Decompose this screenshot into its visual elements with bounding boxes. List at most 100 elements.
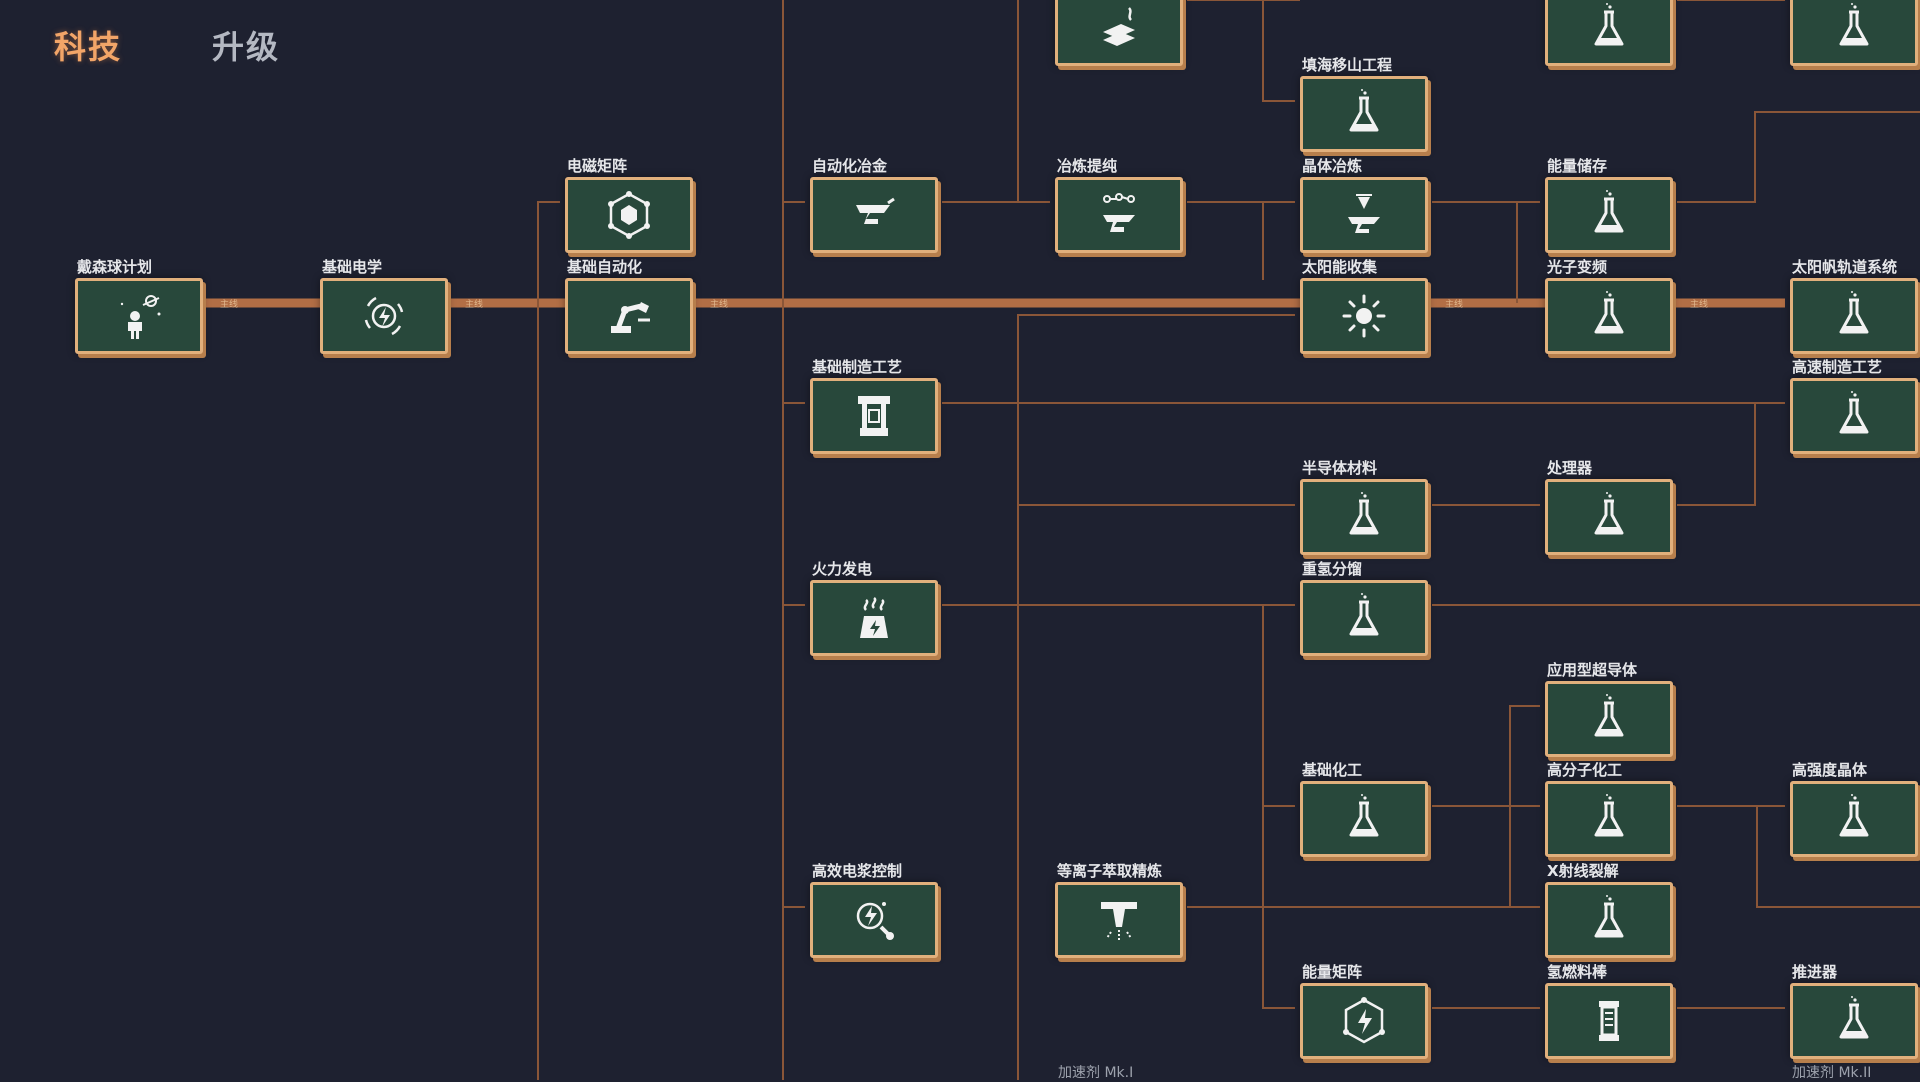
robot-arm-icon [611, 302, 650, 333]
tech-node-box[interactable] [1300, 781, 1428, 857]
tech-link [1262, 605, 1295, 1009]
main-line-tag: 主线 [465, 298, 483, 310]
tech-node-label: 太阳帆轨道系统 [1792, 258, 1898, 276]
tech-node-box[interactable] [1300, 983, 1428, 1059]
tech-node-energy-storage[interactable]: 能量储存 [1545, 157, 1673, 253]
flask-icon [1839, 794, 1869, 837]
tech-node-box[interactable] [565, 278, 693, 354]
tech-node-crystal-smelt[interactable]: 晶体冶炼 [1300, 157, 1428, 253]
tech-node-basic-chem[interactable]: 基础化工 [1300, 761, 1428, 857]
tech-node-box[interactable] [320, 278, 448, 354]
tech-link [1017, 314, 1295, 1080]
tech-node-plasma-control[interactable]: 高效电浆控制 [810, 862, 938, 958]
tech-node-label: 基础电学 [322, 258, 383, 276]
tech-node-box[interactable] [1790, 0, 1918, 66]
tab-tech[interactable]: 科技 [54, 28, 123, 66]
tech-node-thruster[interactable]: 推进器 [1790, 963, 1918, 1059]
tech-node-box[interactable] [1055, 882, 1183, 958]
tech-node-box[interactable] [1300, 177, 1428, 253]
tech-node-label: 晶体冶炼 [1302, 157, 1363, 175]
tech-node-box[interactable] [1055, 177, 1183, 253]
tech-node-top-c[interactable] [1790, 0, 1918, 66]
tech-node-label: 半导体材料 [1302, 459, 1378, 477]
tech-node-dyson[interactable]: 戴森球计划 [75, 258, 203, 354]
tech-node-top-b[interactable] [1545, 0, 1673, 66]
tech-node-label: 高效电浆控制 [812, 862, 903, 880]
electric-icon [364, 296, 404, 336]
tech-node-box[interactable] [1545, 882, 1673, 958]
tech-node-basic-auto[interactable]: 基础自动化 [565, 258, 693, 354]
tech-node-basic-mfg[interactable]: 基础制造工艺 [810, 358, 938, 454]
tech-node-xray[interactable]: X射线裂解 [1545, 862, 1673, 958]
tech-node-label: 高分子化工 [1547, 761, 1623, 779]
anvil-icon [856, 197, 895, 224]
tech-node-box[interactable] [1790, 278, 1918, 354]
tech-node-label: 能量储存 [1547, 157, 1608, 175]
tech-node-label: 处理器 [1547, 459, 1593, 477]
tech-node-energy-matrix[interactable]: 能量矩阵 [1300, 963, 1428, 1059]
tech-node-box[interactable] [1300, 479, 1428, 555]
tech-node-semiconductor[interactable]: 半导体材料 [1300, 459, 1428, 555]
tech-node-box[interactable] [1790, 378, 1918, 454]
tech-node-box[interactable] [1545, 278, 1673, 354]
tech-node-solar-sail[interactable]: 太阳帆轨道系统 [1790, 258, 1918, 354]
flask-icon [1594, 694, 1624, 737]
tech-node-box[interactable] [810, 378, 938, 454]
tech-node-box[interactable] [1300, 278, 1428, 354]
fuel-rod-icon [1599, 1001, 1619, 1041]
energy-matrix-icon [1343, 997, 1385, 1044]
main-line-tag: 主线 [1445, 298, 1463, 310]
tech-node-thermal[interactable]: 火力发电 [810, 560, 938, 656]
tech-node-box[interactable] [1300, 76, 1428, 152]
tech-link [537, 201, 560, 1080]
tech-node-basic-elec[interactable]: 基础电学 [320, 258, 448, 354]
tech-node-processor[interactable]: 处理器 [1545, 459, 1673, 555]
tech-node-h-fuel[interactable]: 氢燃料棒 [1545, 963, 1673, 1059]
tech-node-terraform[interactable]: 填海移山工程 [1300, 56, 1428, 152]
tech-node-heavy-h[interactable]: 重氢分馏 [1300, 560, 1428, 656]
tech-node-box[interactable] [1545, 781, 1673, 857]
tech-node-box[interactable] [1545, 0, 1673, 66]
tech-node-box[interactable] [810, 177, 938, 253]
assembler-icon [858, 396, 890, 436]
accelerant-mk1-label: 加速剂 Mk.I [1058, 1065, 1134, 1081]
tech-node-box[interactable] [1545, 479, 1673, 555]
tech-node-box[interactable] [810, 580, 938, 656]
tech-node-hs-mfg[interactable]: 高速制造工艺 [1790, 358, 1918, 454]
tech-node-label: 基础化工 [1302, 761, 1363, 779]
tech-node-box[interactable] [565, 177, 693, 253]
tech-node-box[interactable] [75, 278, 203, 354]
tech-node-box[interactable] [1545, 681, 1673, 757]
tech-node-plasma-refine[interactable]: 等离子萃取精炼 [1055, 862, 1183, 958]
tech-node-box[interactable] [1300, 580, 1428, 656]
tech-node-label: 火力发电 [812, 560, 873, 578]
tech-node-top-a[interactable] [1055, 0, 1183, 66]
tech-node-box[interactable] [1790, 983, 1918, 1059]
tech-node-hs-crystal[interactable]: 高强度晶体 [1790, 761, 1918, 857]
sun-icon [1342, 294, 1386, 338]
tech-node-box[interactable] [1790, 781, 1918, 857]
tech-node-superconductor[interactable]: 应用型超导体 [1545, 661, 1673, 757]
flask-icon [1594, 3, 1624, 46]
tech-node-box[interactable] [1055, 0, 1183, 66]
main-line-tag: 主线 [220, 298, 238, 310]
tech-node-auto-metal[interactable]: 自动化冶金 [810, 157, 938, 253]
tech-node-box[interactable] [810, 882, 938, 958]
tech-node-em-matrix[interactable]: 电磁矩阵 [565, 157, 693, 253]
tech-node-solar[interactable]: 太阳能收集 [1300, 258, 1428, 354]
flask-icon [1839, 391, 1869, 434]
tech-node-label: 光子变频 [1547, 258, 1608, 276]
plasma-icon [856, 902, 894, 940]
tech-node-box[interactable] [1545, 983, 1673, 1059]
tech-node-smelt-purify[interactable]: 冶炼提纯 [1055, 157, 1183, 253]
flask-icon [1839, 3, 1869, 46]
tech-node-box[interactable] [1545, 177, 1673, 253]
tech-node-photon[interactable]: 光子变频 [1545, 258, 1673, 354]
tech-link [1509, 705, 1540, 806]
tech-node-polymer[interactable]: 高分子化工 [1545, 761, 1673, 857]
flask-icon [1594, 291, 1624, 334]
tech-link [1677, 111, 1920, 203]
flask-icon [1594, 190, 1624, 233]
tab-upgrade[interactable]: 升级 [212, 28, 281, 66]
flask-icon [1594, 895, 1624, 938]
